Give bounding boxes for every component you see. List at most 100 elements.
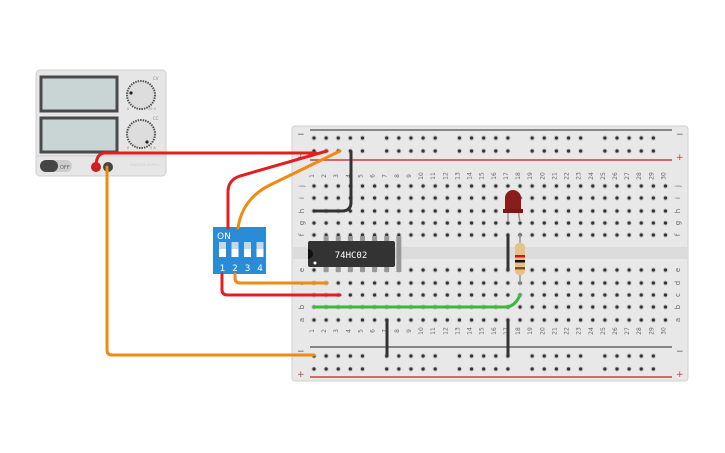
- svg-text:5 A: 5 A: [150, 146, 156, 150]
- column-number: 26: [612, 172, 619, 180]
- column-number: 24: [588, 172, 595, 180]
- column-number: 11: [430, 172, 437, 180]
- row-letter: e: [298, 268, 306, 272]
- dip-toggle-3[interactable]: [244, 242, 251, 257]
- column-number: 7: [382, 174, 389, 178]
- voltage-display: [39, 75, 119, 113]
- column-number: 10: [418, 327, 425, 335]
- svg-text:OFF: OFF: [60, 165, 70, 171]
- svg-text:−: −: [676, 347, 684, 357]
- dip-toggle-4[interactable]: [256, 242, 264, 257]
- column-number: 25: [600, 327, 607, 335]
- column-number: 17: [503, 172, 510, 180]
- svg-text:−: −: [297, 347, 305, 357]
- column-number: 21: [551, 172, 558, 180]
- row-letter: h: [674, 209, 682, 213]
- column-number: 5: [357, 329, 364, 333]
- column-number: 18: [515, 327, 522, 335]
- column-number: 1: [309, 174, 316, 178]
- row-letter: j: [674, 185, 682, 188]
- column-number: 14: [467, 172, 474, 180]
- column-number: 22: [564, 172, 571, 180]
- dip-toggle-2[interactable]: [231, 242, 239, 257]
- svg-text:20 V: 20 V: [148, 107, 157, 111]
- row-letter: f: [298, 233, 306, 236]
- column-number: 26: [612, 327, 619, 335]
- row-letter: b: [298, 304, 306, 309]
- column-number: 14: [467, 327, 474, 335]
- cc-label: CC: [153, 116, 159, 121]
- column-number: 4: [345, 174, 352, 178]
- row-letter: g: [674, 221, 682, 225]
- dip-number: 2: [232, 264, 238, 274]
- svg-text:ON: ON: [217, 232, 231, 242]
- column-number: 23: [576, 327, 583, 335]
- column-number: 6: [370, 329, 377, 333]
- row-letter: j: [298, 185, 306, 188]
- column-number: 24: [588, 327, 595, 335]
- row-letter: i: [298, 197, 306, 199]
- svg-text:0: 0: [127, 107, 129, 111]
- row-letter: d: [674, 281, 682, 285]
- wire-green: [312, 293, 522, 309]
- svg-text:+: +: [297, 370, 305, 380]
- row-letter: e: [674, 268, 682, 272]
- wire-orange-dip: [236, 149, 342, 230]
- column-number: 11: [430, 327, 437, 335]
- column-number: 10: [418, 172, 425, 180]
- column-number: 6: [370, 174, 377, 178]
- wire-orange-input: [233, 272, 329, 285]
- wires[interactable]: [94, 149, 522, 357]
- column-number: 12: [442, 172, 449, 180]
- led-red[interactable]: [503, 190, 523, 223]
- column-number: 29: [648, 172, 655, 180]
- svg-text:+: +: [676, 153, 684, 163]
- dip-toggle-1[interactable]: [219, 242, 226, 257]
- column-number: 13: [454, 327, 461, 335]
- row-letter: g: [298, 221, 306, 225]
- resistor[interactable]: [515, 234, 525, 285]
- column-number: 2: [321, 329, 328, 333]
- column-number: 30: [660, 172, 667, 180]
- column-number: 17: [503, 327, 510, 335]
- column-number: 27: [624, 327, 631, 335]
- wire-black: [312, 150, 353, 213]
- wire-orange-ground: [105, 165, 316, 357]
- column-number: 19: [527, 327, 534, 335]
- column-number: 28: [636, 327, 643, 335]
- column-number: 9: [406, 329, 413, 333]
- voltage-knob[interactable]: [126, 80, 156, 110]
- column-number: 3: [333, 329, 340, 333]
- wire-red-input: [220, 272, 342, 297]
- row-letter: b: [674, 304, 682, 309]
- column-number: 13: [454, 172, 461, 180]
- column-number: 1: [309, 329, 316, 333]
- row-letter: c: [674, 293, 682, 297]
- column-number: 18: [515, 172, 522, 180]
- column-number: 2: [321, 174, 328, 178]
- current-knob[interactable]: [126, 119, 156, 149]
- column-number: 16: [491, 327, 498, 335]
- current-display: [39, 116, 119, 154]
- column-number: 8: [394, 329, 401, 333]
- wire-red-dip: [226, 149, 329, 230]
- dip-number: 3: [245, 264, 251, 274]
- svg-text:0: 0: [127, 146, 129, 150]
- column-number: 8: [394, 174, 401, 178]
- power-supply[interactable]: CV CC 0 20 V 0 5 A OFF VOLTAGE SUPPLY: [35, 69, 167, 177]
- column-number: 7: [382, 329, 389, 333]
- column-number: 28: [636, 172, 643, 180]
- column-number: 15: [479, 172, 486, 180]
- column-number: 19: [527, 172, 534, 180]
- column-number: 23: [576, 172, 583, 180]
- column-number: 30: [660, 327, 667, 335]
- svg-text:−: −: [297, 130, 305, 140]
- column-number: 20: [539, 327, 546, 335]
- column-number: 9: [406, 174, 413, 178]
- chip-74hc02[interactable]: 74HC02: [308, 236, 402, 272]
- chip-label: 74HC02: [335, 251, 368, 261]
- svg-text:−: −: [676, 130, 684, 140]
- brand-label: VOLTAGE SUPPLY: [130, 163, 160, 167]
